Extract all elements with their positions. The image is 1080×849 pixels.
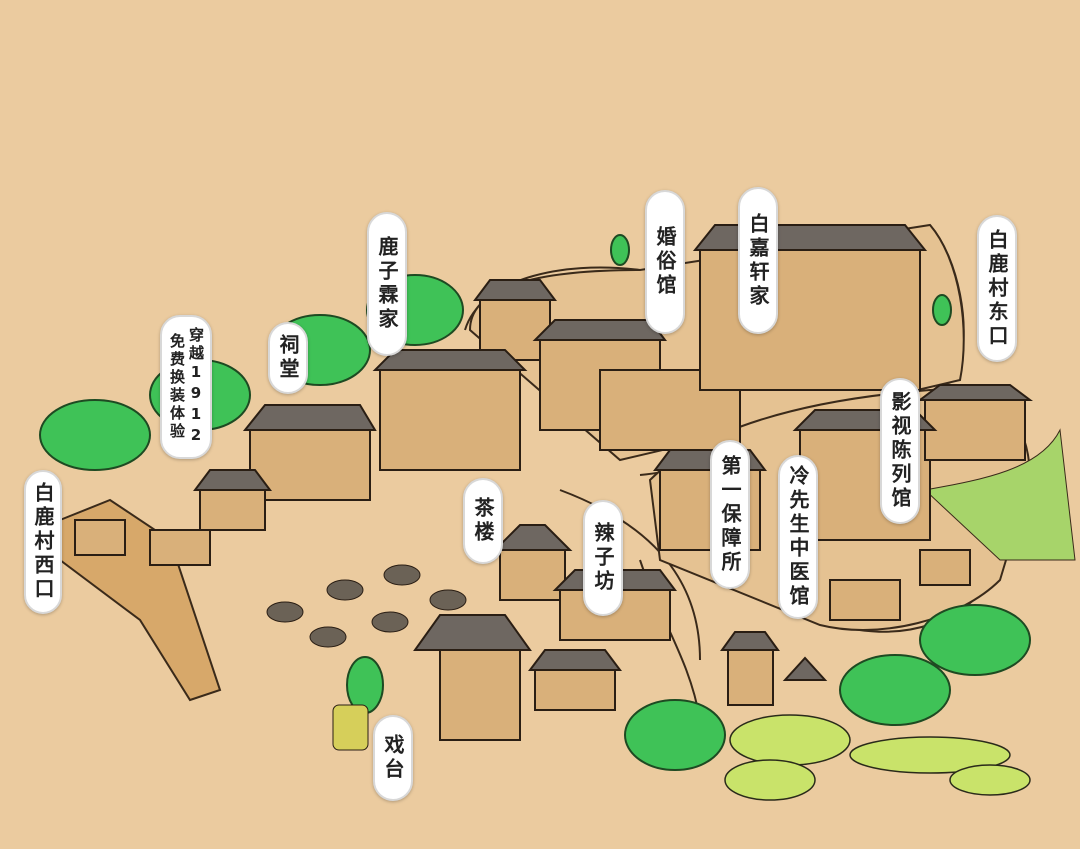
tea-tables [266,564,467,648]
label-costume-experience[interactable]: 穿越1912 免费换装体验 [160,315,212,459]
label-first-security-office[interactable]: 第一保障所 [710,440,750,589]
label-text: 免费换装体验 [168,333,186,441]
label-text: 辣子坊 [591,522,615,594]
label-east-gate[interactable]: 白鹿村东口 [977,215,1017,362]
label-baijiaxuan-home[interactable]: 白嘉轩家 [738,187,778,334]
barrel [332,704,369,751]
flower-bushes [724,714,1031,801]
label-luzilin-home[interactable]: 鹿子霖家 [367,212,407,356]
label-text: 穿越1912 [187,327,205,447]
label-text: 冷先生中医馆 [786,465,810,609]
label-text: 戏台 [381,734,405,782]
label-stage[interactable]: 戏台 [373,715,413,801]
label-text: 白鹿村西口 [31,482,55,602]
label-leng-clinic[interactable]: 冷先生中医馆 [778,455,818,619]
label-text: 第一保障所 [718,454,742,575]
label-ancestral-hall[interactable]: 祠堂 [268,322,308,394]
grass-field [923,428,1076,561]
label-teahouse[interactable]: 茶楼 [463,478,503,564]
label-text: 茶楼 [471,497,495,545]
label-west-gate[interactable]: 白鹿村西口 [24,470,62,614]
label-film-museum[interactable]: 影视陈列馆 [880,378,920,524]
label-text: 鹿子霖家 [375,236,399,332]
label-text: 影视陈列馆 [888,391,912,511]
label-text: 婚俗馆 [653,226,677,298]
label-wedding-museum[interactable]: 婚俗馆 [645,190,685,334]
label-text: 白嘉轩家 [746,212,770,309]
label-text: 白鹿村东口 [985,228,1009,349]
label-spicy-workshop[interactable]: 辣子坊 [583,500,623,616]
label-text: 祠堂 [276,334,300,382]
